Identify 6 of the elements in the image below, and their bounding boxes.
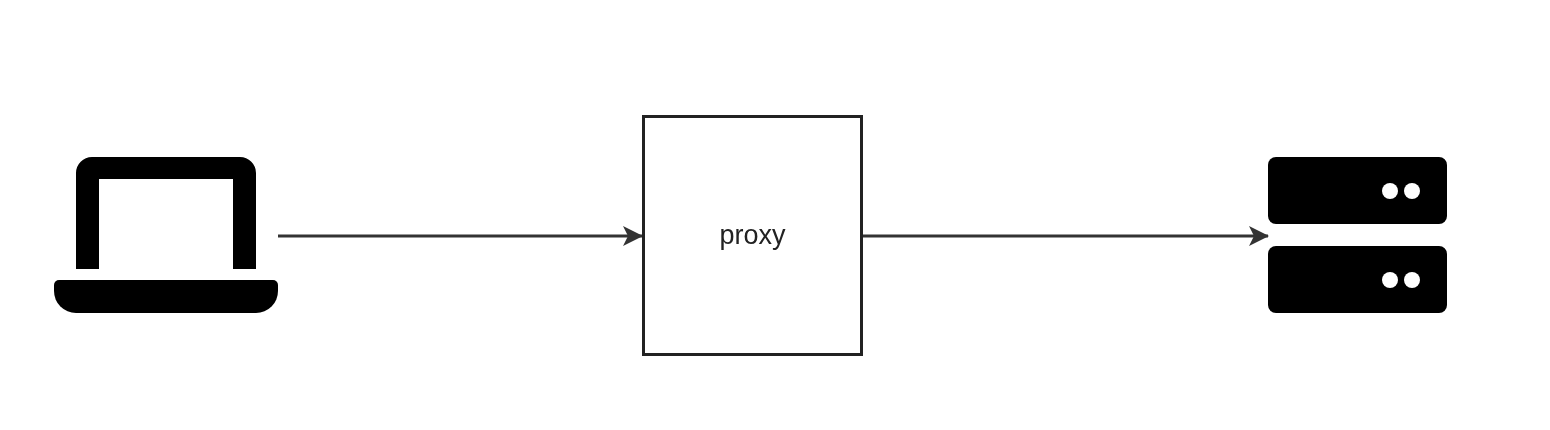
laptop-icon [54,157,278,313]
server-icon [1268,157,1447,313]
box-label: proxy [719,219,786,253]
arrow [278,226,643,246]
process-box [642,115,863,356]
arrow [863,226,1269,246]
